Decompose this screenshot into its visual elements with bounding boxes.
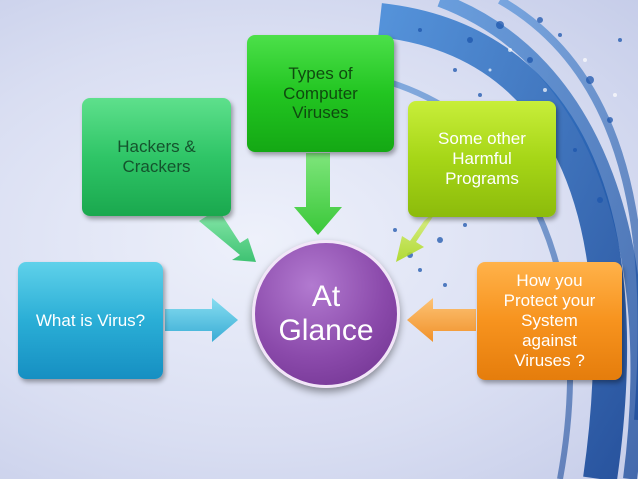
node-other-harmful-programs: Some other Harmful Programs xyxy=(408,101,556,217)
node-label-line: Programs xyxy=(445,168,519,188)
node-protect-system: How you Protect your System against Viru… xyxy=(477,262,622,380)
node-label-line: Protect your xyxy=(503,291,596,311)
center-label-line: Glance xyxy=(278,314,374,347)
node-label-line: Some other xyxy=(438,129,526,149)
node-label-line: Viruses ? xyxy=(514,350,585,370)
node-label-line: Types of xyxy=(288,63,353,83)
node-label-line: Harmful xyxy=(452,149,512,169)
node-label-line: Hackers & xyxy=(117,137,196,157)
node-label-line: Viruses xyxy=(292,103,349,123)
node-label-line: What is Virus? xyxy=(35,310,146,330)
center-node-at-glance: At Glance xyxy=(252,240,400,388)
node-types-of-viruses: Types of Computer Viruses xyxy=(247,35,394,152)
center-label-line: At xyxy=(311,279,341,313)
node-label-line: System xyxy=(521,311,578,331)
node-label-line: Crackers xyxy=(122,157,191,176)
node-hackers-crackers: Hackers & Crackers xyxy=(82,98,231,216)
node-label-line: How you xyxy=(516,271,583,291)
node-label-line: Computer xyxy=(283,83,358,103)
node-label-line: against xyxy=(522,330,577,350)
node-what-is-virus: What is Virus? xyxy=(18,262,163,379)
